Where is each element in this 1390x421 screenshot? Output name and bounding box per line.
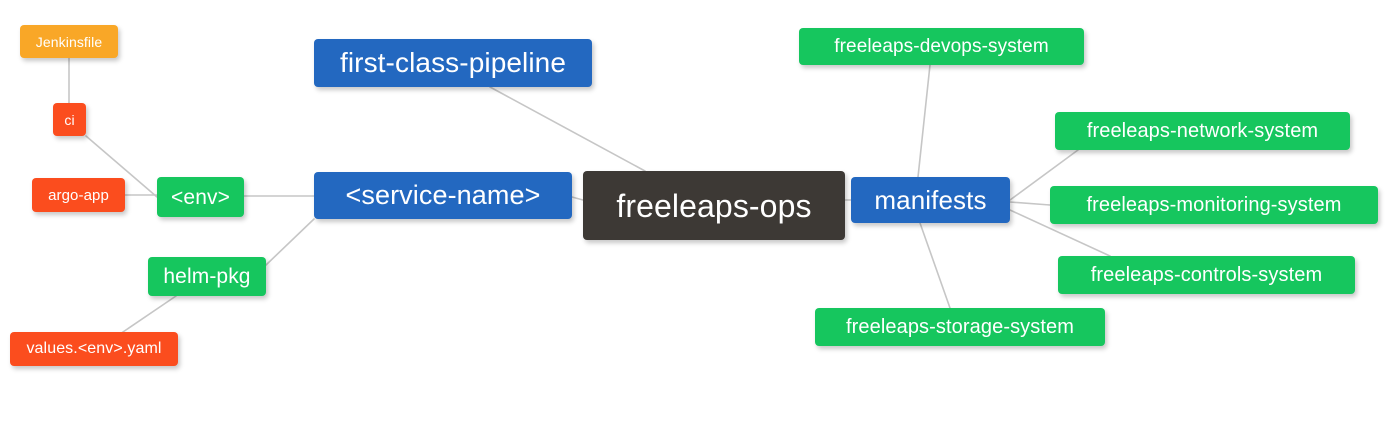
node-label-freeleaps-ops: freeleaps-ops — [616, 187, 812, 224]
node-ci[interactable]: ci — [53, 103, 86, 136]
node-helm-pkg[interactable]: helm-pkg — [148, 257, 266, 296]
node-label-freeleaps-network-system: freeleaps-network-system — [1086, 120, 1319, 142]
edge-service-name-to-freeleaps-ops — [571, 196, 584, 201]
node-env[interactable]: <env> — [157, 177, 244, 217]
node-label-ci: ci — [64, 111, 75, 128]
node-label-freeleaps-monitoring-system: freeleaps-monitoring-system — [1086, 194, 1342, 216]
node-label-freeleaps-storage-system: freeleaps-storage-system — [845, 316, 1075, 338]
node-label-freeleaps-controls-system: freeleaps-controls-system — [1090, 264, 1323, 286]
node-freeleaps-storage-system[interactable]: freeleaps-storage-system — [815, 308, 1105, 346]
node-first-class-pipeline[interactable]: first-class-pipeline — [314, 39, 592, 87]
node-label-jenkinsfile: Jenkinsfile — [35, 33, 103, 50]
node-values-yaml[interactable]: values.<env>.yaml — [10, 332, 178, 366]
node-label-service-name: <service-name> — [345, 180, 541, 210]
node-label-first-class-pipeline: first-class-pipeline — [339, 47, 567, 78]
node-label-helm-pkg: helm-pkg — [163, 265, 251, 288]
node-freeleaps-ops[interactable]: freeleaps-ops — [583, 171, 845, 240]
node-jenkinsfile[interactable]: Jenkinsfile — [20, 25, 118, 58]
edge-manifests-to-freeleaps-monitoring-system — [1009, 201, 1051, 206]
edge-helm-pkg-to-values-yaml — [119, 295, 177, 335]
node-argo-app[interactable]: argo-app — [32, 178, 125, 212]
edge-manifests-to-freeleaps-devops-system — [917, 64, 931, 178]
node-label-manifests: manifests — [874, 185, 987, 215]
edge-manifests-to-freeleaps-storage-system — [919, 222, 951, 309]
node-freeleaps-devops-system[interactable]: freeleaps-devops-system — [799, 28, 1084, 65]
node-manifests[interactable]: manifests — [851, 177, 1010, 223]
node-label-values-yaml: values.<env>.yaml — [26, 340, 162, 357]
edge-service-name-to-helm-pkg — [265, 218, 315, 266]
node-label-argo-app: argo-app — [48, 186, 109, 204]
edge-first-class-pipeline-to-freeleaps-ops — [489, 86, 646, 172]
node-freeleaps-controls-system[interactable]: freeleaps-controls-system — [1058, 256, 1355, 294]
node-freeleaps-monitoring-system[interactable]: freeleaps-monitoring-system — [1050, 186, 1378, 224]
node-label-env: <env> — [171, 185, 230, 209]
node-label-freeleaps-devops-system: freeleaps-devops-system — [834, 36, 1049, 57]
node-service-name[interactable]: <service-name> — [314, 172, 572, 219]
node-freeleaps-network-system[interactable]: freeleaps-network-system — [1055, 112, 1350, 150]
